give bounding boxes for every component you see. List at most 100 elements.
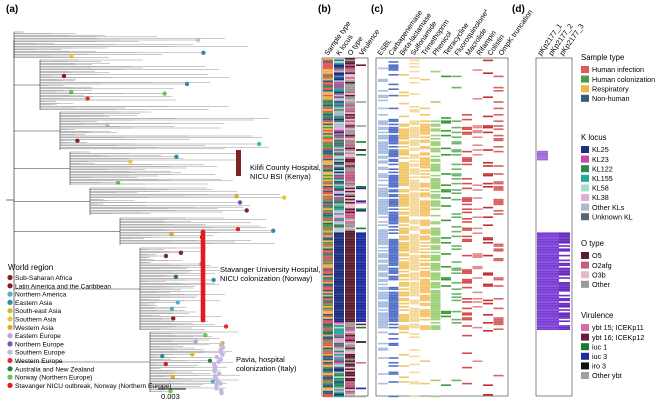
sample-type-cell	[323, 282, 333, 284]
amr-cell	[409, 134, 420, 137]
amr-cell	[493, 90, 504, 92]
sample-type-cell	[323, 354, 333, 356]
amr-cell	[388, 139, 399, 142]
amr-cell	[451, 235, 462, 238]
o-type-cell	[345, 173, 355, 175]
amr-cell	[462, 317, 472, 319]
amr-cell	[378, 314, 388, 316]
amr-cell	[399, 238, 409, 241]
tree-tip-marker	[201, 50, 206, 55]
amr-cell	[420, 125, 430, 127]
amr-cell	[399, 197, 409, 199]
amr-cell	[409, 66, 420, 68]
o-type-cell	[345, 246, 355, 249]
k-locus-cell	[334, 395, 344, 398]
amr-cell	[472, 254, 483, 257]
k-locus-cell	[334, 352, 344, 354]
plasmid-cell	[537, 320, 548, 322]
o-type-cell	[345, 133, 355, 135]
amr-cell	[472, 266, 483, 268]
amr-cell	[378, 322, 388, 324]
sample-type-cell	[323, 101, 333, 103]
k-locus-cell	[334, 275, 344, 278]
amr-cell	[409, 163, 420, 166]
amr-cell	[483, 274, 493, 276]
o-type-cell	[345, 198, 355, 201]
amr-cell	[388, 269, 399, 271]
k-locus-cell	[334, 126, 344, 129]
sample-type-cell	[323, 88, 333, 90]
virulence-cell	[356, 272, 366, 274]
o-type-cell	[345, 278, 355, 281]
amr-cell	[378, 173, 388, 175]
sample-type-cell	[323, 269, 333, 271]
sample-type-cell	[323, 285, 333, 287]
amr-cell	[388, 126, 399, 129]
plasmid-cell	[548, 243, 559, 246]
sample-type-cell	[323, 350, 333, 353]
amr-cell	[399, 149, 409, 151]
amr-cell	[420, 314, 430, 316]
legend-swatch	[581, 146, 589, 153]
amr-cell	[378, 309, 388, 311]
o-type-cell	[345, 357, 355, 359]
legend-label: Other	[592, 280, 611, 289]
plasmid-cell	[537, 306, 548, 308]
amr-cell	[378, 78, 388, 81]
sample-type-cell	[323, 190, 333, 193]
amr-cell	[430, 277, 441, 279]
k-locus-cell	[334, 291, 344, 294]
sample-type-cell	[323, 256, 333, 258]
world-region-label: Eastern Europe	[15, 333, 61, 340]
legend-label: KL23	[592, 155, 609, 164]
k-locus-cell	[334, 376, 344, 378]
k-locus-cell	[334, 75, 344, 78]
amr-cell	[430, 120, 441, 122]
k-locus-cell	[334, 176, 344, 178]
amr-cell	[409, 59, 420, 62]
sample-type-cell	[323, 152, 333, 154]
o-type-cell	[345, 205, 355, 207]
k-locus-cell	[334, 59, 344, 62]
plasmid-cell	[537, 242, 548, 244]
amr-cell	[409, 221, 420, 223]
amr-cell	[430, 163, 441, 166]
plasmid-cell	[537, 264, 548, 266]
k-locus-cell	[334, 382, 344, 385]
amr-cell	[399, 283, 409, 286]
o-type-cell	[345, 346, 355, 348]
plasmid-cell	[537, 243, 548, 246]
plasmid-cell	[537, 301, 548, 303]
virulence-cell	[356, 302, 366, 305]
amr-cell	[409, 213, 420, 215]
k-locus-cell	[334, 205, 344, 207]
plasmid-cell	[559, 314, 570, 316]
k-locus-cell	[334, 170, 344, 172]
amr-cell	[388, 317, 399, 319]
amr-cell	[420, 176, 430, 178]
tree-tip-marker	[163, 253, 169, 259]
amr-cell	[420, 130, 430, 132]
amr-cell	[462, 200, 472, 202]
amr-cell	[430, 278, 441, 281]
sample-type-cell	[323, 296, 333, 298]
amr-cell	[462, 150, 472, 153]
plasmid-cell	[559, 288, 570, 290]
k-locus-cell	[334, 171, 344, 174]
o-type-cell	[345, 115, 355, 118]
amr-cell	[378, 246, 388, 249]
amr-cell	[430, 187, 441, 190]
virulence-cell	[356, 395, 366, 398]
amr-cell	[462, 318, 472, 321]
amr-cell	[388, 198, 399, 201]
o-type-cell	[345, 112, 355, 114]
k-locus-cell	[334, 293, 344, 295]
k-locus-cell	[334, 229, 344, 231]
amr-cell	[399, 224, 409, 226]
sample-type-cell	[323, 272, 333, 274]
tree-tip-marker	[160, 353, 165, 359]
amr-cell	[399, 318, 409, 321]
o-type-cell	[345, 325, 355, 327]
o-type-cell	[345, 349, 355, 351]
k-locus-cell	[334, 298, 344, 300]
